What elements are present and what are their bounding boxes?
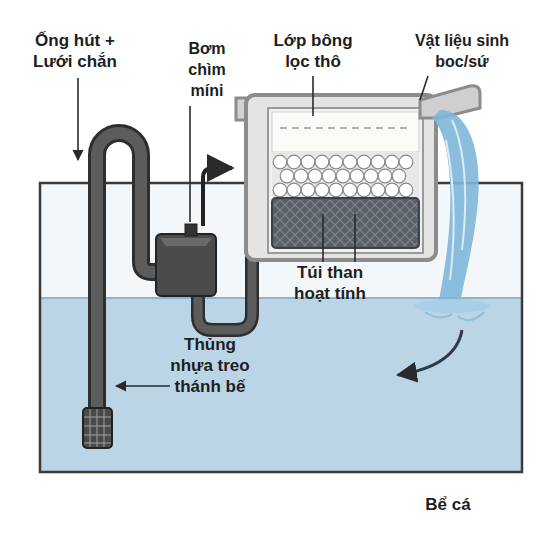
strainer-body [83, 408, 112, 448]
ceramic-ball [329, 155, 343, 169]
ceramic-ball [364, 169, 378, 183]
leader-line [420, 76, 428, 100]
flow-arrow [203, 168, 232, 226]
leader-line [354, 214, 356, 262]
carbon-bag [272, 198, 419, 248]
leader-lines [78, 76, 428, 386]
part-label: Túi than hoạt tính [284, 262, 376, 304]
waterfall [414, 110, 490, 320]
leader-line [189, 106, 191, 222]
ceramic-ball [301, 155, 315, 169]
ceramic-ball [392, 169, 406, 183]
media-basket [268, 108, 423, 253]
part-label: Vật liệu sinh boc/sứ [407, 30, 517, 72]
ceramic-ball [350, 169, 364, 183]
ceramic-ball [294, 169, 308, 183]
cotton-layer [272, 112, 419, 152]
ceramic-ball [385, 183, 399, 197]
ceramic-ball [301, 183, 315, 197]
cotton-dash [280, 127, 412, 129]
ceramic-ball [378, 169, 392, 183]
ceramic-ball [336, 169, 350, 183]
ceramic-balls [273, 155, 413, 197]
pump-nozzle [185, 224, 197, 236]
ceramic-ball [357, 183, 371, 197]
intake-pipe [97, 133, 160, 412]
leader-line [322, 214, 324, 262]
splash [414, 299, 490, 313]
ceramic-ball [357, 155, 371, 169]
ceramic-ball [287, 155, 301, 169]
tank-water [40, 298, 522, 472]
ceramic-ball [399, 183, 413, 197]
ceramic-ball [385, 155, 399, 169]
ceramic-ball [371, 183, 385, 197]
carbon-bag-mesh [274, 200, 417, 246]
mini-pump [156, 224, 216, 296]
ceramic-ball [343, 183, 357, 197]
ceramic-ball [399, 155, 413, 169]
ceramic-ball [315, 155, 329, 169]
part-label: Thủng nhựa treo thánh bế [166, 334, 254, 397]
ceramic-ball [287, 183, 301, 197]
pump-body [156, 234, 216, 296]
ceramic-ball [280, 169, 294, 183]
ceramic-ball [322, 169, 336, 183]
ceramic-ball [273, 155, 287, 169]
pump-top-face [160, 238, 212, 246]
stream-highlight [446, 120, 465, 280]
part-label: Lớp bông lọc thô [267, 30, 359, 72]
water-stream [432, 110, 479, 306]
ceramic-ball [308, 169, 322, 183]
splash-ripple [425, 312, 484, 320]
strainer-grid [84, 409, 111, 447]
ceramic-layer [272, 152, 419, 198]
pipe-body [97, 133, 160, 412]
ceramic-ball [315, 183, 329, 197]
current-arrow [398, 330, 462, 375]
ceramic-ball [371, 155, 385, 169]
leader-arrow [116, 385, 170, 387]
pipe-outline [97, 133, 160, 412]
part-label: Ống hút + Lưới chắn [20, 30, 130, 72]
ceramic-ball [329, 183, 343, 197]
ceramic-ball [343, 155, 357, 169]
part-label: Bơm chìm míni [182, 38, 232, 101]
strainer [83, 408, 112, 448]
ceramic-ball [273, 183, 287, 197]
leader-arrow [77, 78, 79, 160]
part-label: Bể cá [408, 494, 488, 515]
filter-housing [246, 95, 436, 260]
leader-line [312, 76, 314, 116]
